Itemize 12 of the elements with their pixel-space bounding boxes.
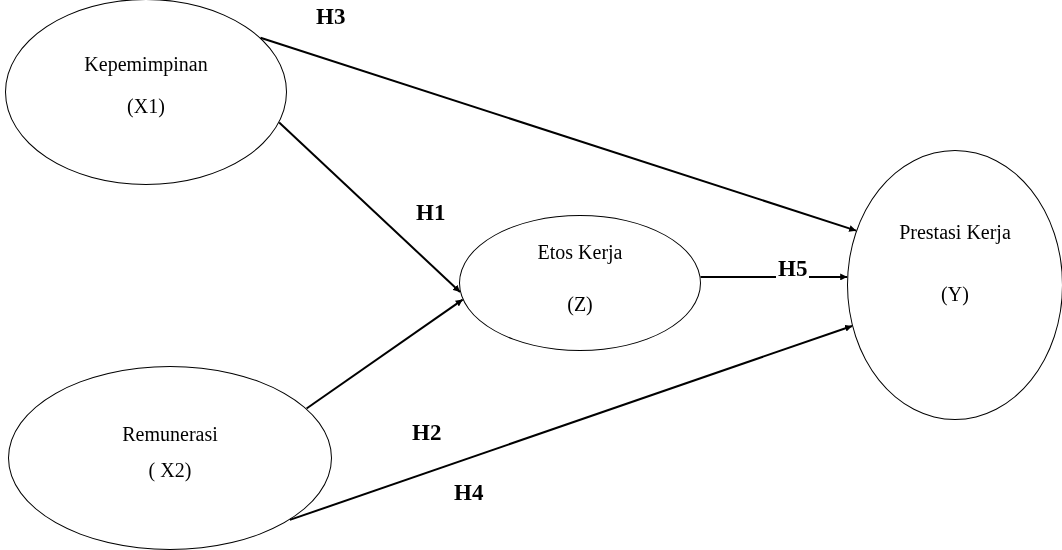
arrow (259, 36, 858, 232)
variable-code: ( X2) (148, 458, 192, 483)
variable-code: (X1) (127, 94, 165, 119)
node-label: Kepemimpinan (84, 52, 208, 77)
arrow (278, 121, 462, 293)
variable-code: (Y) (941, 282, 969, 307)
node-label: Remunerasi (122, 422, 218, 447)
arrow (305, 298, 464, 410)
arrow (288, 324, 854, 521)
node-label: Prestasi Kerja (898, 220, 1012, 245)
node-label: Etos Kerja (537, 240, 623, 265)
variable-code: (Z) (567, 292, 593, 317)
